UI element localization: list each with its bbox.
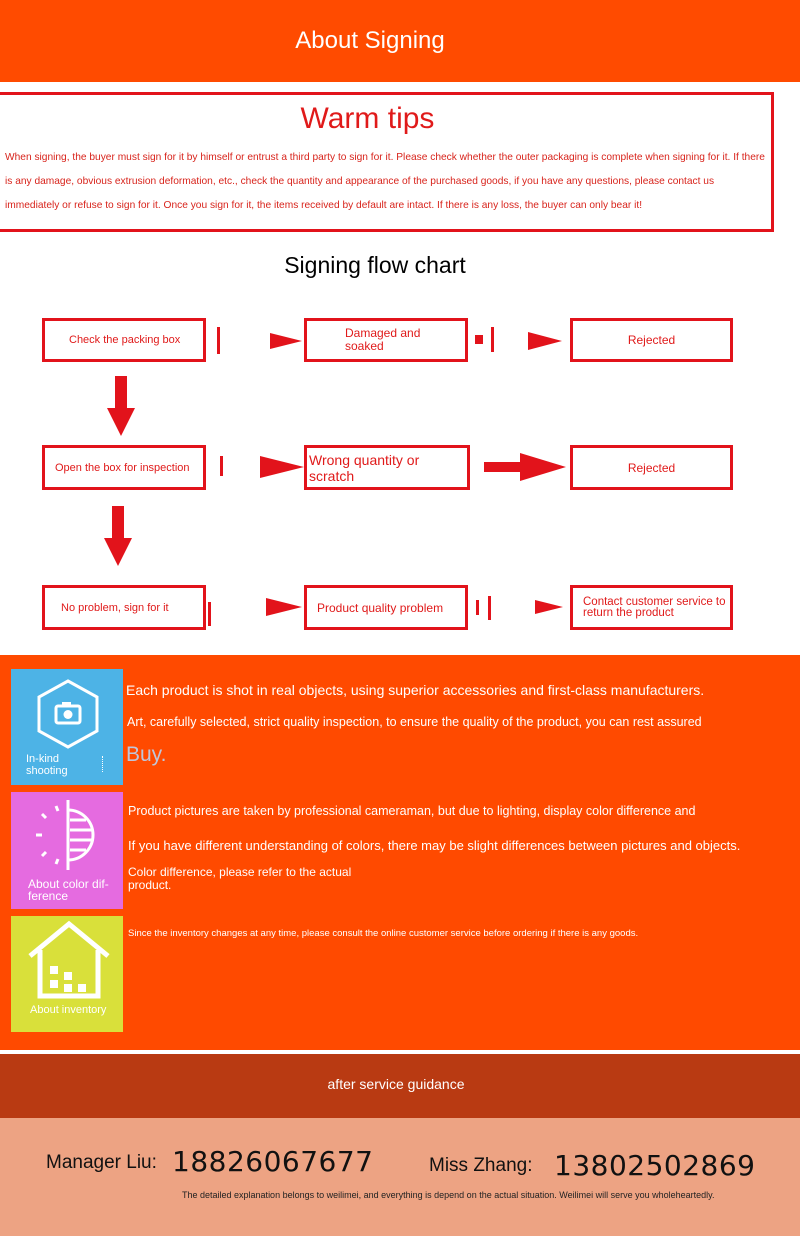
flow-step-no-problem: No problem, sign for it xyxy=(42,585,206,630)
warm-tips-title: Warm tips xyxy=(300,102,435,135)
flow-connector xyxy=(217,327,220,354)
flow-connector xyxy=(491,327,494,352)
warm-tips-text: When signing, the buyer must sign for it… xyxy=(5,152,765,211)
flow-result-label: Contact customer service to return the p… xyxy=(583,595,726,619)
color-text-line1: Product pictures are taken by profession… xyxy=(128,804,696,818)
in-kind-shooting-label: In-kind shooting xyxy=(26,753,68,777)
footnote: The detailed explanation belongs to weil… xyxy=(182,1190,715,1200)
miss-phone[interactable]: 13802502869 xyxy=(554,1149,756,1182)
flow-step-open-box: Open the box for inspection xyxy=(42,445,206,490)
arrow-right-icon xyxy=(528,332,562,350)
flow-connector xyxy=(488,596,491,620)
shooting-text-line1: Each product is shot in real objects, us… xyxy=(126,682,705,698)
color-difference-label: About color dif-ference xyxy=(28,877,109,903)
shooting-text-line3: Buy. xyxy=(126,743,167,766)
arrow-right-icon xyxy=(535,600,563,614)
header-bar xyxy=(0,0,800,82)
flow-result-label: Rejected xyxy=(627,460,676,475)
manager-phone[interactable]: 18826067677 xyxy=(172,1145,374,1178)
color-text-line3: Color difference, please refer to the ac… xyxy=(128,865,352,892)
after-service-title: after service guidance xyxy=(327,1076,465,1092)
flow-issue-damaged-soaked: Damaged and soaked xyxy=(304,318,468,362)
page-title: About Signing xyxy=(295,27,445,54)
arrow-right-icon xyxy=(260,456,304,478)
camera-icon xyxy=(37,679,99,749)
arrow-down-icon xyxy=(107,376,135,436)
decorative-mark xyxy=(102,756,105,772)
flow-result-rejected: Rejected xyxy=(570,318,733,362)
inventory-text: Since the inventory changes at any time,… xyxy=(128,928,639,939)
inventory-label: About inventory xyxy=(30,1004,107,1016)
arrow-right-icon xyxy=(270,333,302,349)
flow-connector xyxy=(208,602,211,626)
warm-tips-box xyxy=(0,92,774,232)
house-icon xyxy=(28,920,110,999)
flow-chart-title: Signing flow chart xyxy=(284,252,466,278)
miss-label: Miss Zhang: xyxy=(429,1155,533,1176)
in-kind-shooting-tile xyxy=(11,669,123,785)
flow-step-label: Open the box for inspection xyxy=(55,461,190,474)
flow-result-contact-service: Contact customer service to return the p… xyxy=(570,585,733,630)
contact-section xyxy=(0,1118,800,1236)
flow-issue-label: Product quality problem xyxy=(317,600,444,615)
arrow-right-icon xyxy=(266,598,302,616)
features-section xyxy=(0,655,800,1050)
flow-result-rejected: Rejected xyxy=(570,445,733,490)
flow-connector xyxy=(475,335,483,344)
flow-step-label: Check the packing box xyxy=(69,334,181,346)
flow-connector xyxy=(476,600,479,615)
arrow-right-icon xyxy=(484,453,566,481)
flow-connector xyxy=(220,456,223,476)
contrast-icon xyxy=(36,800,95,870)
flow-result-label: Rejected xyxy=(627,333,676,347)
shooting-text-line2: Art, carefully selected, strict quality … xyxy=(127,715,702,729)
flow-step-label: No problem, sign for it xyxy=(61,601,169,614)
flow-issue-label: Damaged and soaked xyxy=(345,326,421,353)
color-text-line2: If you have different understanding of c… xyxy=(128,838,741,853)
arrow-down-icon xyxy=(104,506,132,566)
after-service-bar xyxy=(0,1054,800,1118)
flow-issue-wrong-quantity: Wrong quantity or scratch xyxy=(304,445,470,490)
flow-issue-label: Wrong quantity or scratch xyxy=(309,451,420,484)
manager-label: Manager Liu: xyxy=(46,1152,157,1173)
flow-step-check-packing-box: Check the packing box xyxy=(42,318,206,362)
flow-issue-quality-problem: Product quality problem xyxy=(304,585,468,630)
